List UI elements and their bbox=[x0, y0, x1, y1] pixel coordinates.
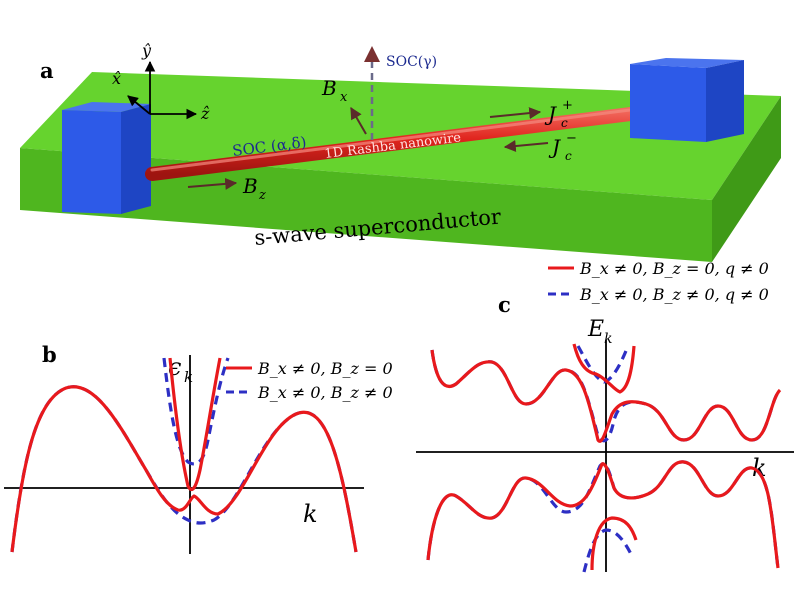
soc-gamma-label: SOC(γ) bbox=[386, 54, 437, 70]
panel-b-band-plot: b ϵ k k B_x ≠ 0, B_z = 0 B_x ≠ 0, B_z ≠ … bbox=[4, 342, 393, 554]
panel-c-legend-1: B_x ≠ 0, B_z = 0, q ≠ 0 bbox=[579, 259, 769, 278]
panel-c-red-upper-cone bbox=[572, 343, 636, 394]
right-contact-block bbox=[630, 58, 744, 142]
jc-plus-sup: + bbox=[562, 98, 573, 113]
slab-side-face bbox=[712, 96, 781, 262]
soc-gamma-arrow: SOC(γ) bbox=[364, 46, 437, 140]
axis-z-label: ẑ bbox=[200, 104, 210, 123]
axis-y-label: ŷ bbox=[141, 41, 152, 60]
panel-c-red-upper-band bbox=[430, 349, 782, 443]
bz-label: B bbox=[242, 174, 258, 198]
jc-minus-label: J bbox=[548, 135, 561, 159]
panel-b-letter: b bbox=[42, 342, 57, 367]
panel-c-k-label: k bbox=[752, 454, 767, 482]
panel-c-ylabel: E k bbox=[587, 317, 612, 347]
panel-c-red-lower-cone bbox=[590, 516, 638, 571]
svg-text:k: k bbox=[604, 331, 612, 347]
bz-field-arrow: B z bbox=[187, 174, 266, 203]
left-contact-block bbox=[62, 102, 151, 214]
panel-b-legend: B_x ≠ 0, B_z = 0 B_x ≠ 0, B_z ≠ 0 bbox=[226, 359, 393, 402]
panel-c-blue-lower-cone bbox=[582, 528, 634, 573]
panel-c-letter: c bbox=[498, 292, 511, 317]
rashba-nanowire bbox=[145, 103, 669, 181]
jc-minus-sup: − bbox=[566, 131, 577, 146]
panel-a-letter: a bbox=[40, 58, 54, 83]
axis-x-label: x̂ bbox=[112, 69, 121, 88]
jc-plus-arrow: J c + bbox=[489, 98, 573, 130]
panel-a-schematic: a s-wave superconductor 1D Rashba nanow bbox=[20, 41, 781, 262]
coordinate-axes: ŷ x̂ ẑ bbox=[112, 41, 210, 123]
jc-minus-arrow: J c − bbox=[503, 131, 577, 163]
svg-text:E: E bbox=[587, 317, 604, 342]
jc-plus-sub: c bbox=[561, 116, 568, 130]
panel-b-red-band-outer bbox=[10, 385, 358, 553]
panel-c-legend-2: B_x ≠ 0, B_z ≠ 0, q ≠ 0 bbox=[579, 285, 769, 304]
panel-c-red-lower-band bbox=[426, 460, 780, 569]
panel-b-k-label: k bbox=[303, 500, 318, 528]
panel-b-blue-band-inner bbox=[162, 357, 230, 466]
jc-plus-label: J bbox=[544, 102, 557, 126]
panel-c-legend: B_x ≠ 0, B_z = 0, q ≠ 0 B_x ≠ 0, B_z ≠ 0… bbox=[548, 259, 769, 304]
panel-c-blue-upper-cone bbox=[576, 345, 630, 384]
panel-b-legend-2: B_x ≠ 0, B_z ≠ 0 bbox=[257, 383, 393, 402]
panel-b-red-band-inner bbox=[168, 357, 222, 492]
bx-sub: x bbox=[340, 90, 348, 105]
panel-c-band-plot: c B_x ≠ 0, B_z = 0, q ≠ 0 B_x ≠ 0, B_z ≠… bbox=[416, 259, 794, 573]
bx-label: B bbox=[321, 76, 337, 100]
jc-minus-sub: c bbox=[565, 149, 572, 163]
svg-text:k: k bbox=[184, 368, 193, 386]
panel-b-legend-1: B_x ≠ 0, B_z = 0 bbox=[257, 359, 393, 378]
slab-front-face bbox=[20, 148, 712, 262]
bx-field-arrow: B x bbox=[321, 76, 367, 135]
bz-sub: z bbox=[258, 188, 266, 203]
